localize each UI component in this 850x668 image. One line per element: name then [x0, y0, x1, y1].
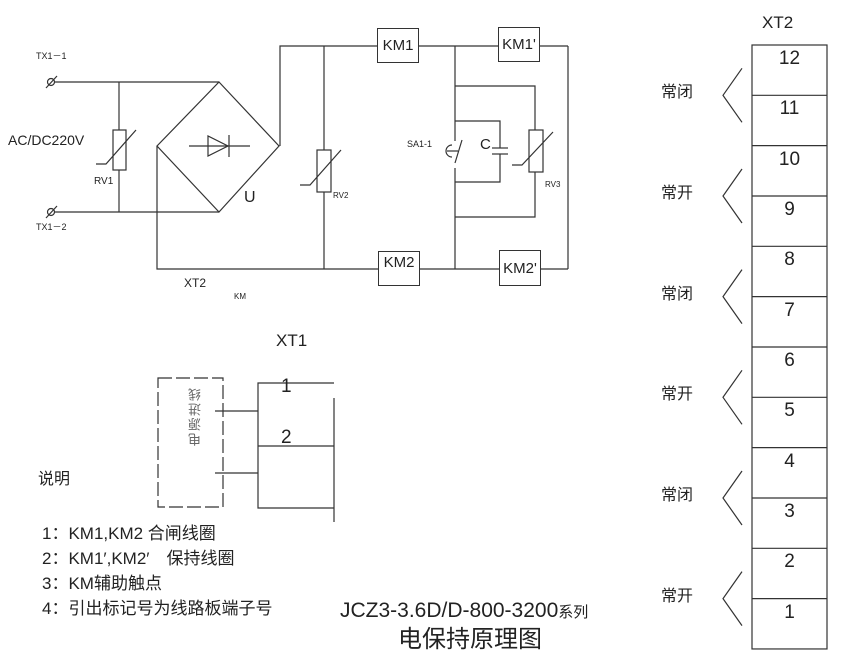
notes-heading: 说明: [38, 471, 71, 488]
switch-sa1-1-icon: [445, 138, 463, 168]
label-tx1-1: TX1－1: [36, 51, 67, 61]
note-item: 1：KM1,KM2 合闸线圈: [42, 524, 216, 543]
xt2-terminal-9: 9: [784, 198, 795, 220]
varistor-rv1-icon: [96, 82, 137, 212]
title-series: 系列: [558, 604, 589, 621]
xt1-terminal-block: [157, 377, 335, 522]
coil-km2: KM2: [378, 251, 420, 286]
label-sa1-1: SA1-1: [407, 139, 433, 149]
xt2-terminal-11: 11: [779, 98, 800, 120]
xt2-terminal-5: 5: [784, 400, 795, 422]
xt2-terminal-block: [722, 44, 828, 650]
xt2-terminal-6: 6: [784, 349, 795, 371]
title-model-number: JCZ3-3.6D/D-800-3200: [340, 599, 559, 622]
xt2-terminal-2: 2: [784, 551, 795, 573]
rectifier-bridge-icon: [156, 81, 280, 213]
varistor-rv2-icon: [300, 46, 342, 269]
xt2-contact-type: 常开: [661, 184, 694, 202]
xt2-terminal-10: 10: [778, 148, 801, 170]
bracket-icon: [722, 269, 743, 324]
xt1-title: XT1: [276, 331, 308, 350]
coil-km1-prime: KM1': [498, 27, 540, 62]
varistor-rv3-icon: [512, 129, 554, 173]
label-bridge-u: U: [244, 189, 256, 206]
xt2-contact-type: 常闭: [661, 486, 694, 504]
bracket-icon: [722, 67, 743, 123]
label-tx1-2: TX1－2: [36, 222, 67, 232]
bracket-icon: [722, 369, 743, 425]
xt1-terminal-1: 1: [281, 376, 292, 397]
note-item: 2：KM1′,KM2′ 保持线圈: [42, 549, 235, 568]
label-km: KM: [234, 292, 246, 301]
bracket-icon: [722, 470, 743, 526]
xt2-title: XT2: [762, 13, 794, 32]
label-capacitor: C: [480, 136, 491, 153]
label-xt2-circuit: XT2: [184, 276, 207, 290]
xt2-contact-type: 常闭: [661, 285, 694, 303]
title-model: JCZ3-3.6D/D-800-3200系列: [340, 600, 588, 621]
xt2-contact-type: 常开: [661, 587, 694, 605]
capacitor-c-icon: [492, 147, 508, 155]
note-item: 3：KM辅助触点: [42, 574, 162, 593]
xt2-contact-type: 常闭: [661, 84, 694, 102]
terminal-tx1-1-icon: [45, 75, 58, 89]
xt1-terminal-2: 2: [281, 427, 292, 448]
xt2-terminal-7: 7: [784, 299, 795, 321]
xt2-terminal-3: 3: [784, 500, 795, 522]
terminal-tx1-2-icon: [45, 205, 58, 219]
xt2-terminal-1: 1: [784, 601, 795, 623]
bracket-icon: [722, 168, 743, 224]
label-rv2: RV2: [333, 191, 349, 200]
bracket-icon: [722, 571, 743, 626]
label-rv1: RV1: [94, 176, 114, 187]
coil-km2-prime: KM2': [499, 250, 541, 286]
xt2-terminal-12: 12: [778, 48, 801, 69]
xt2-contact-type: 常开: [661, 386, 694, 404]
label-rv3: RV3: [545, 180, 561, 189]
note-item: 4：引出标记号为线路板端子号: [42, 599, 273, 618]
xt1-source-label: 电源进线: [188, 386, 203, 446]
title-diagram: 电保持原理图: [398, 626, 542, 653]
label-supply-voltage: AC/DC220V: [8, 132, 85, 148]
xt2-terminal-8: 8: [784, 249, 795, 271]
coil-km1: KM1: [377, 28, 419, 63]
xt2-terminal-4: 4: [784, 450, 795, 472]
